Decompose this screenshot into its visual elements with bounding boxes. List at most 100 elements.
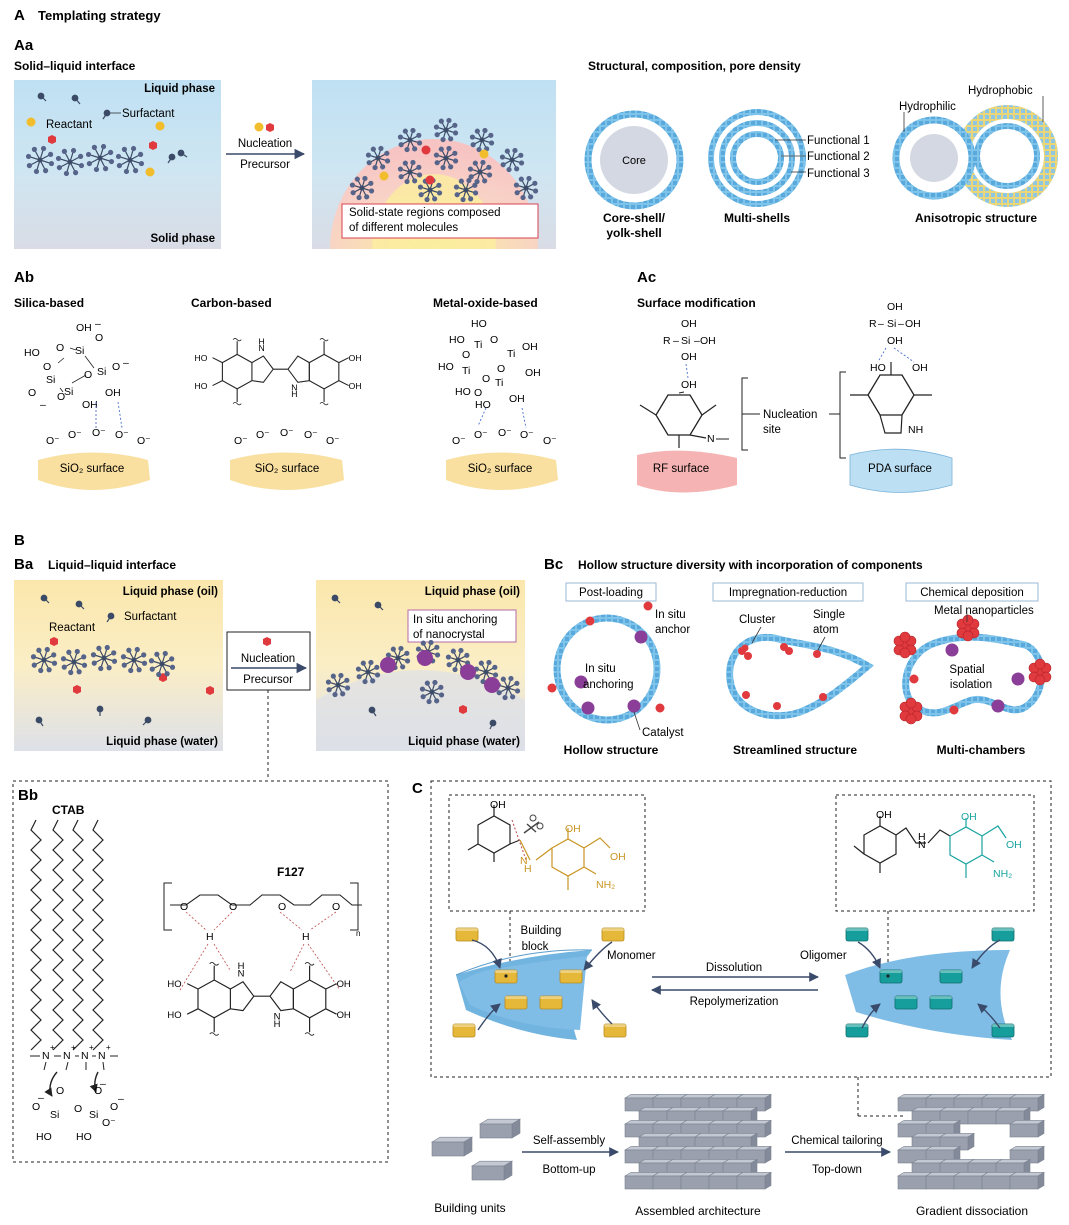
svg-text:H: H [302, 931, 310, 943]
anisotropic-sphere: Hydrophilic Hydrophobic [892, 85, 1058, 207]
ba-oil-water-box: Liquid phase (oil) Liquid phase (water) … [14, 580, 223, 751]
core-shell-label-1: Core-shell/ [603, 211, 666, 225]
svg-text:N: N [707, 433, 715, 445]
micelle [120, 646, 148, 674]
svg-text:O: O [56, 1085, 64, 1097]
svg-text:Ti: Ti [507, 348, 515, 360]
svg-text:O: O [229, 901, 237, 913]
svg-text:OH: OH [912, 362, 928, 374]
svg-text:OH: OH [522, 341, 538, 353]
svg-text:+: + [50, 1043, 55, 1052]
svg-text:O: O [110, 1101, 118, 1113]
nucleation-site-bracket: Nucleation site [741, 371, 846, 459]
bc-subtitle: Hollow structure diversity with incorpor… [578, 558, 923, 572]
svg-text:O: O [180, 901, 188, 913]
svg-text:O⁻: O⁻ [452, 435, 466, 447]
micelle [453, 177, 479, 203]
svg-text:OH: OH [905, 318, 921, 330]
svg-text:H: H [524, 863, 532, 875]
panel-ba-letter: Ba [14, 556, 34, 573]
svg-text:N: N [42, 1050, 50, 1062]
svg-text:OH: OH [509, 393, 525, 405]
svg-text:O⁻: O⁻ [92, 427, 106, 439]
pda-surface: PDA surface [849, 448, 953, 493]
svg-text:N: N [520, 855, 528, 867]
core-shell-sphere: Core [584, 110, 684, 210]
micelle [499, 147, 525, 173]
svg-text:–: – [95, 318, 101, 330]
svg-text:H: H [238, 961, 245, 972]
svg-text:O⁻: O⁻ [115, 429, 129, 441]
svg-text:OH: OH [887, 301, 903, 313]
micelle [397, 159, 423, 185]
carbon-surface: SiO₂ surface O⁻ O⁻ O⁻ O⁻ O⁻ [230, 427, 344, 490]
svg-text:OH: OH [1006, 839, 1022, 851]
svg-text:N: N [258, 343, 264, 353]
svg-text:Si: Si [89, 1109, 98, 1121]
ba-water-label: Liquid phase (water) [106, 736, 218, 748]
single-atom-1: Single [813, 609, 845, 621]
micelle [365, 145, 391, 171]
in-situ-anchoring-1: In situ [585, 663, 616, 675]
svg-text:Si: Si [681, 335, 690, 347]
nucleation-site-label-2: site [763, 424, 781, 436]
ba-micelle-arc [325, 639, 521, 705]
in-situ-anchor-2: anchor [655, 624, 690, 636]
aa-solid-phase-label: Solid phase [150, 233, 215, 245]
svg-text:N: N [63, 1050, 71, 1062]
assembled-label: Assembled architecture [635, 1204, 761, 1218]
aa-surfactant-label: Surfactant [122, 108, 175, 120]
ba-subtitle: Liquid–liquid interface [48, 558, 176, 572]
aa-precursor-label: Precursor [240, 159, 290, 171]
reactant-gold [26, 117, 36, 127]
hydrophilic-label: Hydrophilic [899, 101, 956, 113]
monomer-label: Monomer [607, 950, 656, 962]
carbon-sio2-surface-label: SiO₂ surface [255, 463, 320, 475]
svg-text:OH: OH [681, 379, 697, 391]
anisotropic-label: Anisotropic structure [915, 211, 1037, 225]
svg-text:R: R [869, 318, 877, 330]
micelle-row [25, 143, 145, 177]
impregnation-group: Impregnation-reduction Cluster Single at… [712, 582, 874, 757]
svg-text:–: – [123, 357, 129, 369]
svg-text:N: N [291, 382, 297, 392]
svg-text:N: N [918, 839, 926, 851]
ba-nucleation-label: Nucleation [241, 653, 295, 665]
micelle [349, 175, 375, 201]
svg-text:O⁻: O⁻ [280, 427, 294, 439]
micelle [115, 145, 145, 175]
rf-structure: OH R– Si– OH OH OH N [639, 318, 729, 448]
svg-text:–: – [673, 335, 679, 347]
svg-text:HO: HO [449, 334, 465, 346]
svg-text:O: O [43, 361, 51, 373]
metal-oxide-sio2-surface-label: SiO₂ surface [468, 463, 533, 475]
ba-surfactant-label: Surfactant [124, 611, 177, 623]
svg-text:–: – [118, 1093, 124, 1105]
carbon-based-label: Carbon-based [191, 296, 272, 310]
svg-text:Si: Si [75, 345, 84, 357]
building-units-label: Building units [434, 1201, 505, 1215]
svg-text:O: O [32, 1101, 40, 1113]
svg-text:OH: OH [82, 399, 98, 411]
svg-text:HO: HO [195, 353, 208, 363]
panel-a-title: Templating strategy [38, 8, 161, 23]
svg-text:OH: OH [681, 318, 697, 330]
svg-text:O: O [95, 332, 103, 344]
svg-text:O: O [482, 373, 490, 385]
svg-text:HO: HO [471, 318, 487, 330]
multi-shell-sphere: Functional 1 Functional 2 Functional 3 [708, 109, 870, 207]
svg-text:HO: HO [195, 381, 208, 391]
hollow-structure-label: Hollow structure [564, 743, 659, 757]
svg-text:O: O [57, 391, 65, 403]
micelle [397, 127, 423, 153]
cluster-label: Cluster [739, 614, 776, 626]
svg-text:O⁻: O⁻ [304, 429, 318, 441]
svg-text:HO: HO [475, 399, 491, 411]
aa-solid-state-note-1: Solid-state regions composed [349, 207, 501, 219]
surfactant-molecules [37, 92, 188, 164]
svg-text:Ti: Ti [495, 377, 503, 389]
svg-text:O⁻: O⁻ [68, 429, 82, 441]
nucleation-site-label-1: Nucleation [763, 409, 817, 421]
aa-solid-liquid-box: Liquid phase Solid phase Surfactant Reac… [14, 80, 221, 249]
